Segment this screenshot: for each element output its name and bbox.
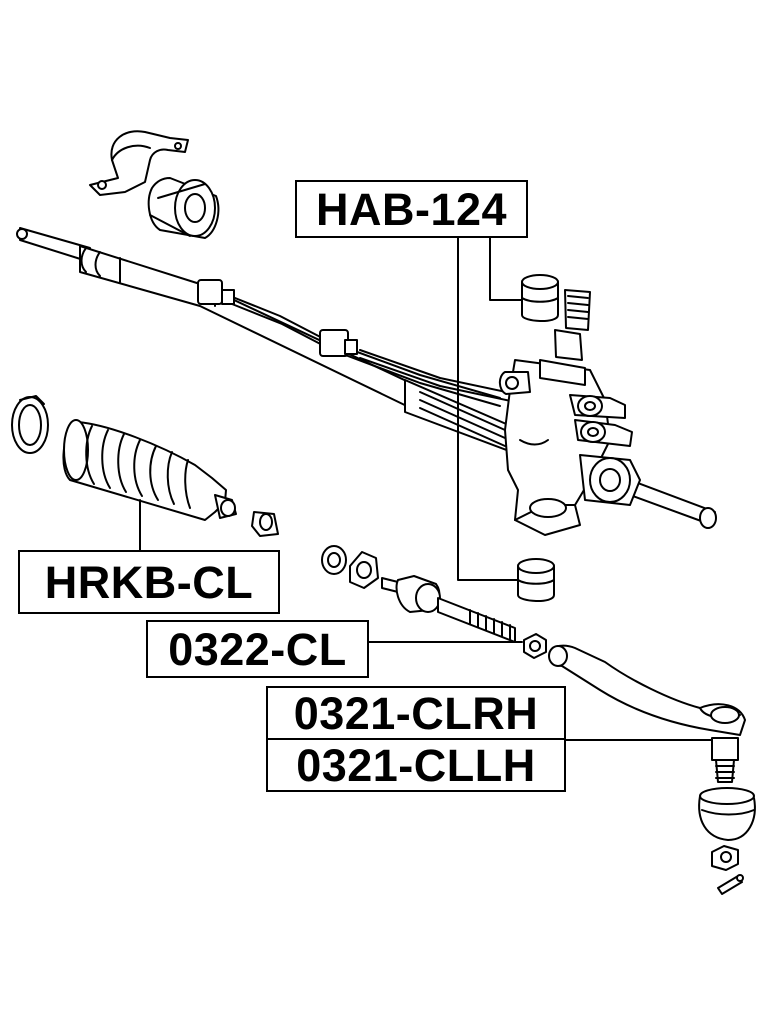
castle-nut: [711, 845, 739, 871]
part-label-hrkb-cl: HRKB-CL: [18, 550, 280, 614]
valve-body: [498, 289, 641, 536]
line-clip-1: [197, 279, 235, 305]
part-label-0322-cl: 0322-CL: [146, 620, 369, 678]
leader-hab-lower: [457, 237, 519, 581]
rack-mount-bushing-upper: [521, 274, 559, 322]
leader-lines: [139, 237, 713, 741]
clamp-bushing: [147, 177, 220, 239]
rack-boot: [62, 419, 237, 521]
boot-clamp-ring: [11, 395, 49, 454]
outer-tie-rod-end: [548, 644, 746, 783]
cotter-pin: [717, 874, 744, 895]
ball-joint-boot: [698, 787, 756, 841]
part-label-0321-clrh: 0321-CLRH: [266, 686, 566, 740]
line-clip-2: [319, 329, 358, 357]
stop-washer: [349, 551, 379, 589]
lock-washer: [321, 545, 347, 575]
jam-nut: [523, 633, 547, 659]
rack-mount-bushing-lower: [517, 558, 555, 602]
mounting-clamp-bracket: [89, 130, 189, 196]
inner-tie-rod: [381, 575, 516, 643]
part-label-0321-cllh: 0321-CLLH: [266, 740, 566, 792]
leader-hab-upper: [489, 237, 523, 301]
small-boot-clip: [251, 511, 279, 537]
part-label-hab-124: HAB-124: [295, 180, 528, 238]
